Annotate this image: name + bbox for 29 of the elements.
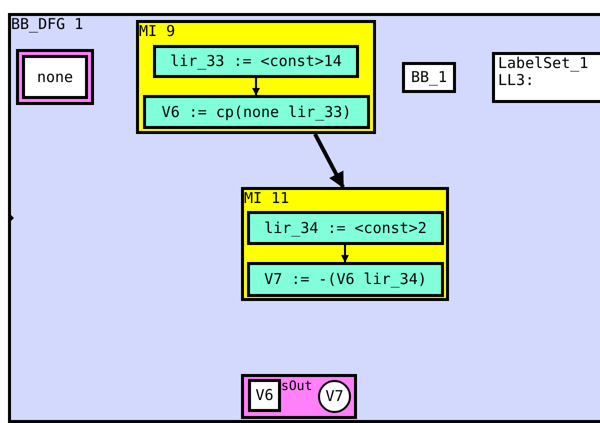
value-box xyxy=(248,379,281,412)
group-title: MI 11 xyxy=(244,190,290,207)
arrow xyxy=(341,245,349,263)
instruction-group xyxy=(136,20,376,134)
node-label: V6 := cp(none lir_33) xyxy=(162,104,352,120)
node-label: none xyxy=(36,68,74,86)
label-set-box xyxy=(492,52,600,103)
group-title: MI 9 xyxy=(139,23,176,40)
operation-box xyxy=(153,45,359,78)
output-group xyxy=(241,374,357,419)
group-title: BB_DFG 1 xyxy=(11,16,84,33)
value-box xyxy=(402,62,456,93)
operation-box xyxy=(247,211,444,245)
operation-box xyxy=(247,262,444,297)
basic-block-panel xyxy=(8,13,600,423)
arrow xyxy=(313,133,345,188)
group-title: sOut xyxy=(281,378,312,395)
node-label: LabelSet_1 xyxy=(497,55,588,72)
node-label: V6 xyxy=(255,387,274,404)
value-circle xyxy=(318,380,351,413)
node-label: BB_1 xyxy=(410,69,448,86)
node-label: V7 := -(V6 lir_34) xyxy=(264,271,427,288)
arrow xyxy=(252,78,260,96)
instruction-group xyxy=(241,187,449,301)
node-label: V7 xyxy=(325,388,344,405)
node-label: lir_34 := <const>2 xyxy=(264,220,427,236)
node-label: LL3: xyxy=(497,72,534,89)
node-label: lir_33 := <const>14 xyxy=(170,53,342,70)
operation-box xyxy=(143,95,370,129)
